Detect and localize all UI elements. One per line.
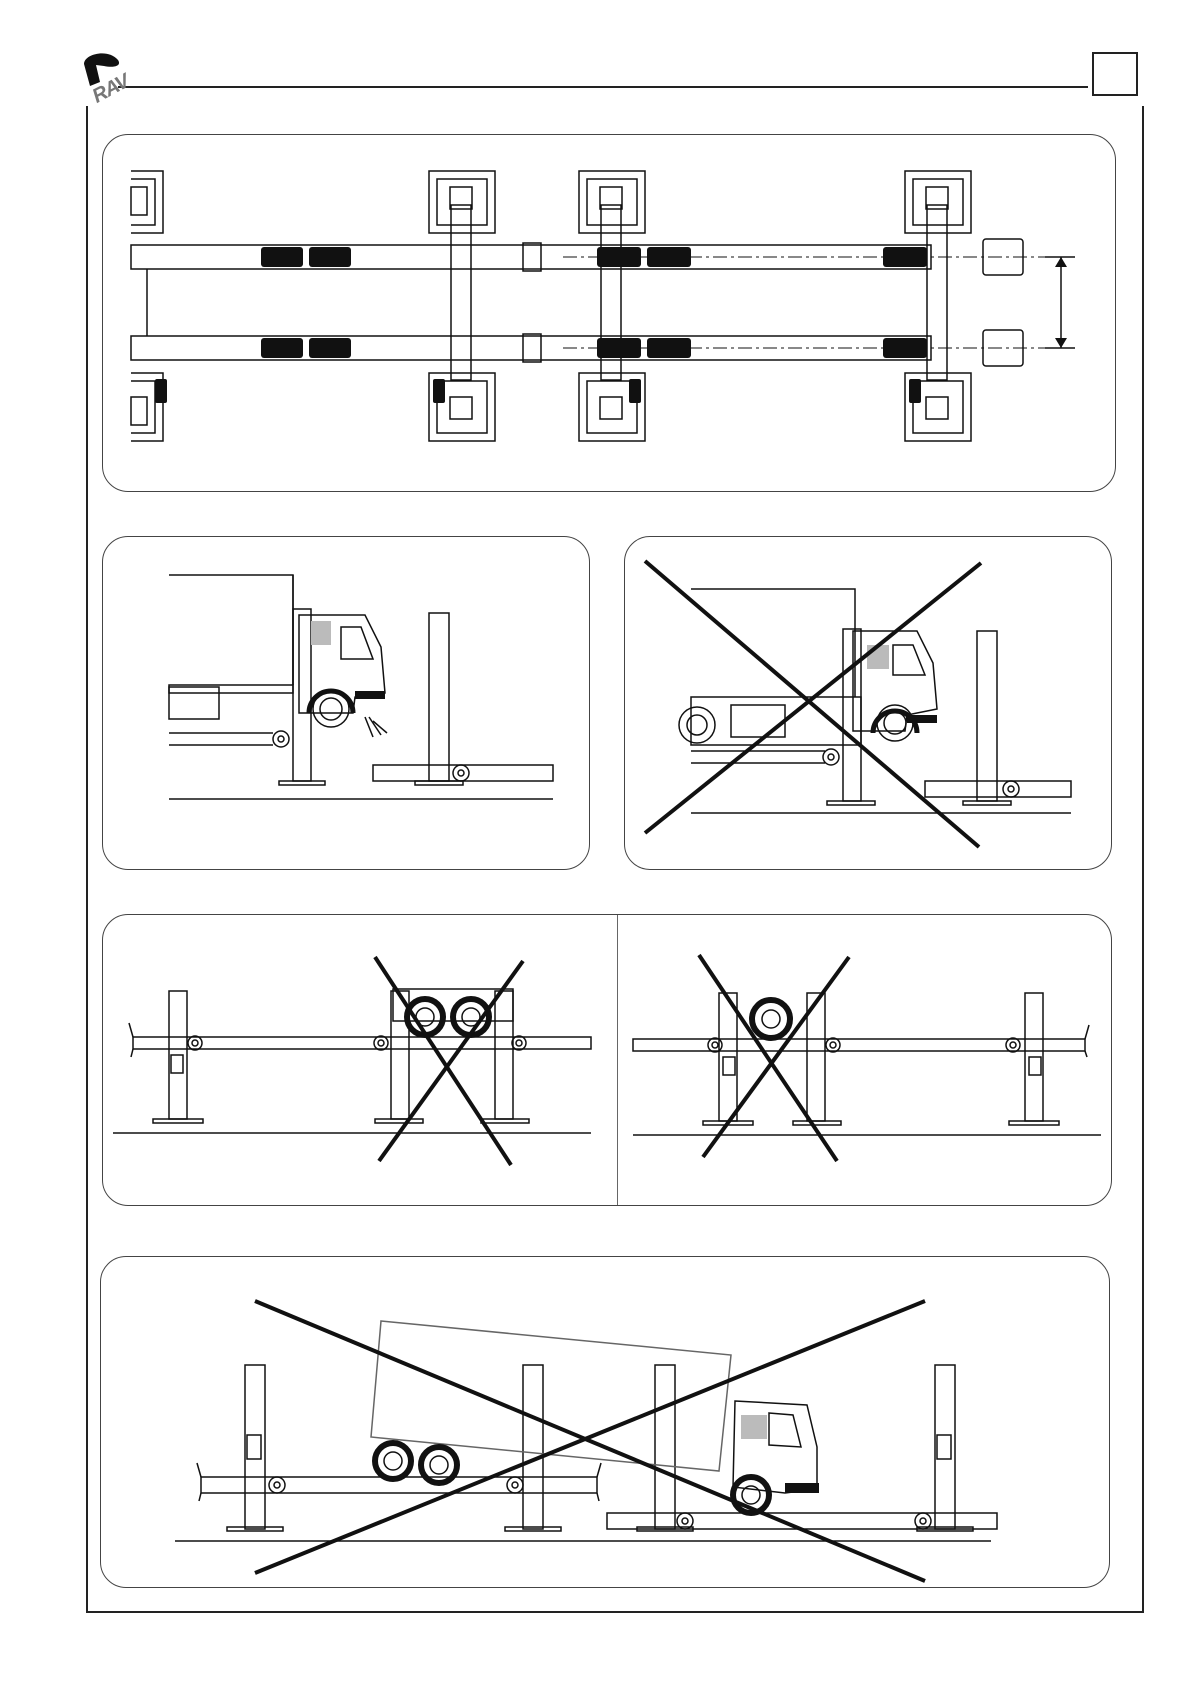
header-rule [118, 86, 1088, 88]
figure-truck-tilted-wrong [100, 1256, 1110, 1588]
figure-side-truck-wrong [624, 536, 1112, 870]
figure-crossbeams [102, 914, 1112, 1206]
figure-top-view-runways [102, 134, 1116, 492]
rav-logo: RAV [78, 50, 138, 110]
figure-side-truck-correct [102, 536, 590, 870]
page-number-box [1092, 52, 1138, 96]
